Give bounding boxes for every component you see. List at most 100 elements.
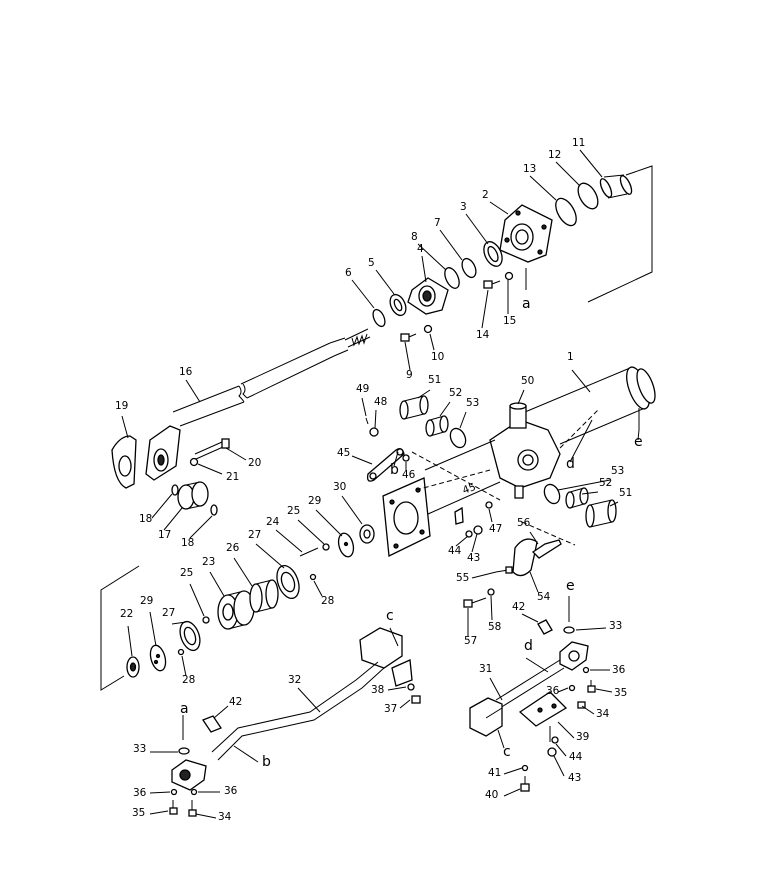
callout-53: 53 xyxy=(466,397,479,409)
part-20-bolt xyxy=(194,438,230,460)
part-43-nut xyxy=(473,525,483,535)
callout-35: 35 xyxy=(614,687,627,699)
callout-15: 15 xyxy=(503,315,516,327)
callout-28: 28 xyxy=(182,674,195,686)
leader-line-44 xyxy=(455,535,469,547)
part-33-oring-left xyxy=(178,747,190,755)
part-51-bushing-right xyxy=(585,499,617,528)
leader-line-32 xyxy=(297,687,321,713)
part-9-bolt xyxy=(400,333,417,342)
frame-lines xyxy=(100,165,653,691)
callout-1: 1 xyxy=(567,351,574,363)
callout-37: 37 xyxy=(384,703,397,715)
callout-25: 25 xyxy=(287,505,300,517)
part-36-washer-l2 xyxy=(190,788,198,796)
connection-arrows xyxy=(182,268,640,742)
part-36-washer-r1 xyxy=(582,666,590,674)
callout-36: 36 xyxy=(612,664,626,676)
leader-line-8 xyxy=(417,243,447,271)
callout-30: 30 xyxy=(333,481,346,493)
leader-line-27 xyxy=(171,621,187,625)
connection-label-a: a xyxy=(522,296,531,312)
callout-36: 36 xyxy=(546,685,560,697)
connection-label-c: c xyxy=(503,744,511,760)
callout-31: 31 xyxy=(479,663,492,675)
leader-line-36 xyxy=(149,791,171,794)
part-23-hub xyxy=(217,590,255,630)
leader-line-36 xyxy=(557,687,569,693)
callout-57: 57 xyxy=(464,635,477,647)
part-6-ring xyxy=(372,308,386,328)
leader-line-1 xyxy=(571,369,591,393)
leader-line-18 xyxy=(189,515,213,539)
part-25-fitting-b xyxy=(322,543,330,551)
leader-line-17 xyxy=(163,507,183,531)
callout-55: 55 xyxy=(456,572,469,584)
leader-line-51 xyxy=(417,389,431,399)
part-46-fitting xyxy=(402,454,410,462)
connection-leader-d xyxy=(569,419,593,463)
callout-40: 40 xyxy=(485,789,498,801)
part-18-ring-b xyxy=(210,504,218,516)
left-bearing-stack xyxy=(126,481,375,678)
leader-line-26 xyxy=(233,557,253,587)
callout-6: 6 xyxy=(345,267,352,279)
part-22-cap xyxy=(126,656,140,678)
callout-54: 54 xyxy=(537,591,551,603)
part-47-fitting xyxy=(485,501,493,509)
leader-line-43 xyxy=(553,755,565,777)
callout-33: 33 xyxy=(133,743,146,755)
part-16-yoke-end xyxy=(145,425,181,481)
part-14-bolt xyxy=(483,280,501,289)
leader-line-25 xyxy=(297,519,325,545)
leader-line-48 xyxy=(374,409,377,429)
connection-label-d: d xyxy=(566,456,575,472)
leader-line-53 xyxy=(459,411,467,429)
part-37-nut xyxy=(411,695,421,704)
callout-10: 10 xyxy=(431,351,444,363)
leader-line-9 xyxy=(404,341,411,371)
callout-24: 24 xyxy=(266,516,280,528)
callout-39: 39 xyxy=(576,731,589,743)
leader-line-18 xyxy=(151,493,173,519)
leader-line-34 xyxy=(581,705,595,715)
part-54-steering-arm xyxy=(512,538,562,577)
callout-58: 58 xyxy=(488,621,501,633)
leader-line-7 xyxy=(439,229,463,261)
leader-line-10 xyxy=(429,333,435,351)
leader-line-47 xyxy=(488,508,493,523)
connection-label-b: b xyxy=(390,462,399,478)
callout-19: 19 xyxy=(115,400,128,412)
connection-leader-c xyxy=(389,627,399,647)
part-13-ring xyxy=(555,197,577,227)
callout-43: 43 xyxy=(467,552,480,564)
part-35-bolt-l xyxy=(169,800,178,815)
callout-36: 36 xyxy=(133,787,147,799)
leader-line-40 xyxy=(503,788,521,797)
leader-line-22 xyxy=(127,625,133,657)
part-26-sleeve xyxy=(249,579,279,613)
leader-line-52 xyxy=(439,401,451,417)
callout-12: 12 xyxy=(548,149,561,161)
callout-49: 49 xyxy=(356,383,369,395)
part-17-bearing-block xyxy=(177,481,209,510)
part-32-tie-rod xyxy=(171,627,413,791)
part-7-ring xyxy=(461,257,477,279)
connection-leader-d xyxy=(525,657,549,673)
leader-line-33 xyxy=(575,627,607,631)
part-33-oring-right xyxy=(563,626,575,634)
leader-line-49 xyxy=(361,397,367,417)
callout-23: 23 xyxy=(202,556,215,568)
part-55-bolt xyxy=(495,566,513,574)
leader-line-31 xyxy=(489,677,503,701)
callout-48: 48 xyxy=(374,396,387,408)
callout-27: 27 xyxy=(248,529,261,541)
part-41-washer xyxy=(521,764,529,772)
callout-7: 7 xyxy=(434,217,441,229)
part-31-tie-rod xyxy=(469,641,589,737)
leader-lines xyxy=(121,149,640,819)
part-2-housing xyxy=(499,204,553,263)
part-36-washer-l1 xyxy=(170,788,178,796)
part-18-ring-a xyxy=(171,484,179,496)
connection-leader-b xyxy=(233,745,259,763)
